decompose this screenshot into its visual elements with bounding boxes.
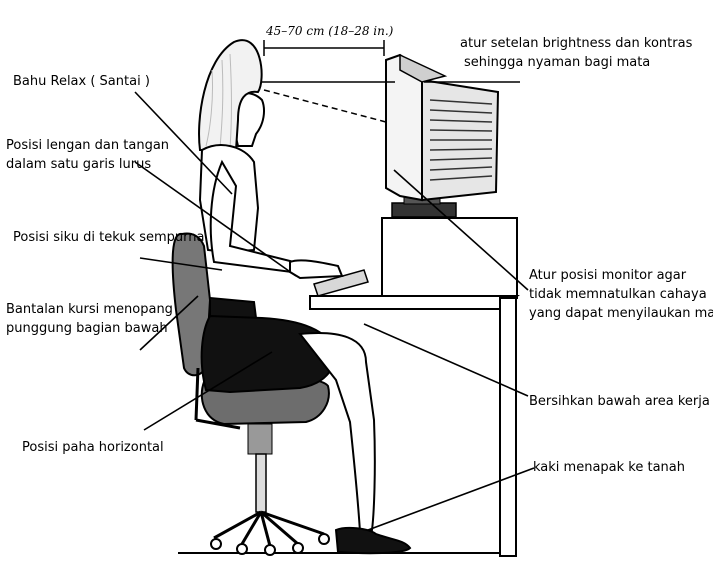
label-monitor-line1: Atur posisi monitor agar bbox=[529, 268, 687, 283]
label-posisi-monitor: Atur posisi monitor agar tidak memnatulk… bbox=[529, 266, 713, 323]
desk bbox=[309, 217, 520, 557]
callout-leaders bbox=[134, 81, 535, 531]
keyboard bbox=[313, 269, 369, 297]
label-posisi-siku-text: Posisi siku di tekuk sempurna bbox=[13, 230, 205, 245]
label-posisi-lengan-line1: Posisi lengan dan tangan bbox=[6, 138, 170, 153]
label-brightness-line2: sehingga nyaman bagi mata bbox=[464, 55, 651, 70]
label-bantalan-line2: punggung bagian bawah bbox=[6, 321, 168, 336]
label-monitor-line2: tidak memnatulkan cahaya bbox=[529, 287, 707, 302]
label-posisi-lengan-line2: dalam satu garis lurus bbox=[6, 157, 152, 172]
label-bantalan-line1: Bantalan kursi menopang bbox=[6, 302, 173, 317]
label-posisi-paha-text: Posisi paha horizontal bbox=[22, 440, 164, 455]
viewing-distance-bracket bbox=[263, 40, 385, 56]
label-bahu-relax: Bahu Relax ( Santai ) bbox=[13, 72, 150, 91]
label-bersihkan-text: Bersihkan bawah area kerja bbox=[529, 394, 710, 409]
monitor bbox=[385, 53, 500, 218]
label-posisi-lengan: Posisi lengan dan tangan dalam satu gari… bbox=[6, 136, 169, 174]
label-monitor-line3: yang dapat menyilaukan mata bbox=[529, 306, 713, 321]
eye-sightline-dashed bbox=[263, 89, 387, 123]
label-bantalan-kursi: Bantalan kursi menopang punggung bagian … bbox=[6, 300, 173, 338]
label-bersihkan-area: Bersihkan bawah area kerja bbox=[529, 392, 710, 411]
label-kaki-menapak: kaki menapak ke tanah bbox=[533, 458, 685, 477]
label-brightness-kontras: atur setelan brightness dan kontras sehi… bbox=[460, 34, 692, 72]
viewing-distance-label: 45–70 cm (18–28 in.) bbox=[266, 24, 394, 38]
label-brightness-line1: atur setelan brightness dan kontras bbox=[460, 36, 693, 51]
label-posisi-paha: Posisi paha horizontal bbox=[22, 438, 164, 457]
chair bbox=[171, 232, 330, 556]
label-kaki-text: kaki menapak ke tanah bbox=[533, 460, 685, 475]
label-posisi-siku: Posisi siku di tekuk sempurna bbox=[13, 228, 204, 247]
label-bahu-text: Bahu Relax ( Santai ) bbox=[13, 74, 150, 89]
